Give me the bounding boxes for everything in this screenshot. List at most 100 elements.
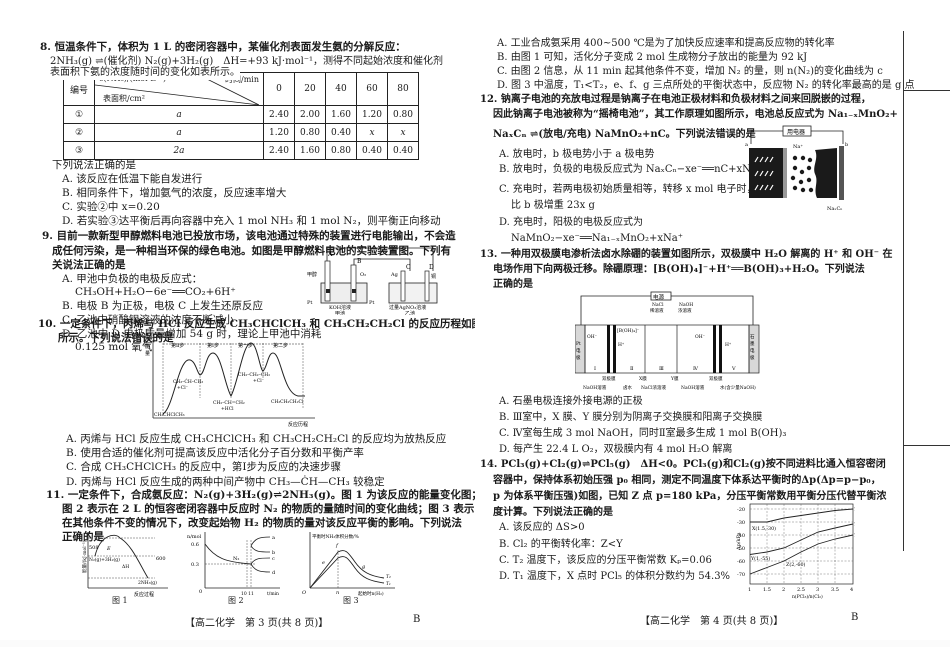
svg-text:量: 量 bbox=[145, 350, 150, 357]
q14-stem4: 度计算。下列说法正确的是 bbox=[493, 507, 613, 518]
svg-text:0.6: 0.6 bbox=[191, 542, 199, 548]
svg-text:Y膜: Y膜 bbox=[670, 375, 679, 382]
q8-equation: 2NH₃(g) ⇌(催化剂) N₂(g)+3H₂(g) ΔH=+93 kJ·mo… bbox=[50, 56, 444, 67]
svg-text:2: 2 bbox=[782, 587, 785, 593]
svg-text:铜: 铜 bbox=[431, 273, 436, 280]
svg-text:f: f bbox=[335, 543, 339, 549]
svg-text:508: 508 bbox=[89, 545, 99, 551]
svg-text:KOH溶液: KOH溶液 bbox=[329, 304, 351, 311]
q8-option-d: D. 若实验③达平衡后再向容器中充入 1 mol NH₃ 和 1 mol N₂，… bbox=[62, 215, 441, 227]
svg-text:CH₂–CH₂–ĊH₂: CH₂–CH₂–ĊH₂ bbox=[238, 371, 270, 378]
svg-text:N₂: N₂ bbox=[233, 556, 239, 562]
q14-stem: 14. PCl₃(g)+Cl₂(g)⇌PCl₅(g) ΔH<0。PCl₃(g)和… bbox=[480, 459, 886, 470]
svg-text:X(1.5,-30): X(1.5,-30) bbox=[752, 525, 776, 532]
q13-option-d: D. 每产生 22.4 L O₂，双极膜内有 4 mol H₂O 解离 bbox=[499, 444, 733, 455]
q8-prompt: 下列说法正确的是 bbox=[52, 159, 136, 171]
svg-text:OH⁻: OH⁻ bbox=[695, 334, 706, 340]
svg-text:电源: 电源 bbox=[653, 293, 665, 301]
q9-option-d-cont: 0.125 mol 氧气 bbox=[75, 341, 153, 353]
svg-text:墨: 墨 bbox=[750, 341, 755, 347]
table-row: ② a 1.20 0.80 0.40 x x bbox=[63, 123, 419, 142]
page-footer: 【高二化学 第 4 页(共 8 页)】 bbox=[640, 616, 784, 627]
svg-text:a: a bbox=[745, 142, 748, 148]
svg-text:b: b bbox=[845, 142, 848, 148]
svg-text:反应过程: 反应过程 bbox=[134, 591, 154, 598]
svg-text:Ⅳ: Ⅳ bbox=[693, 366, 699, 372]
q14-option-a: A. 该反应的 ΔS>0 bbox=[499, 522, 585, 533]
q8-stem: 8. 恒温条件下，体积为 1 L 的密闭容器中，某催化剂表面发生氨的分解反应： bbox=[40, 41, 406, 53]
q8-option-b: B. 相同条件下，增加氨气的浓度，反应速率增大 bbox=[62, 187, 287, 199]
q10-option-c: C. 合成 CH₃CHClCH₃ 的反应中，第Ⅰ步为反应的决速步骤 bbox=[66, 461, 342, 473]
q14-option-c: C. T₂ 温度下，该反应的分压平衡常数 Kₚ=0.06 bbox=[499, 555, 712, 566]
binding-margin-rule-bottom bbox=[903, 445, 950, 446]
q13-option-a: A. 石墨电极连接外接电源的正极 bbox=[499, 396, 643, 407]
svg-text:1.5: 1.5 bbox=[763, 587, 771, 593]
reaction-energy-profile-figure: 能量 第Ⅱ步 第Ⅰ步 第一步 第二步 CH₃–ĊH–CH₃ +Cl⁻ CH₂–C… bbox=[145, 340, 315, 428]
q9-stem: 9. 目前一款新型甲醇燃料电池已投放市场，该电池通过特殊的装置进行电能输出，不会… bbox=[42, 230, 456, 242]
svg-text:Ⅲ: Ⅲ bbox=[659, 366, 664, 372]
svg-text:NaOH溶液: NaOH溶液 bbox=[583, 384, 607, 390]
svg-text:+Cl⁻: +Cl⁻ bbox=[253, 378, 265, 384]
svg-text:0.3: 0.3 bbox=[191, 562, 199, 568]
svg-text:0: 0 bbox=[199, 589, 202, 595]
svg-text:极: 极 bbox=[750, 354, 755, 361]
svg-text:T₂: T₂ bbox=[386, 574, 391, 580]
q10-option-b: B. 使用合适的催化剂可提高该反应中活化分子百分数和平衡产率 bbox=[66, 447, 364, 459]
svg-text:-60: -60 bbox=[737, 559, 745, 565]
q8-option-a: A. 该反应在低温下能自发进行 bbox=[62, 173, 203, 185]
q11-stem3: 在其他条件不变的情况下，改变起始物 H₂ 的物质的量对该反应平衡的影响。下列说法 bbox=[62, 517, 462, 529]
q12-stem2: 因此钠离子电池被称为“摇椅电池”，其工作原理如图所示，电池总反应式为 Na₁₋ₓ… bbox=[493, 109, 898, 120]
svg-text:NaCl浓溶液: NaCl浓溶液 bbox=[641, 384, 667, 390]
svg-text:能量/(kJ·mol⁻¹): 能量/(kJ·mol⁻¹) bbox=[81, 540, 88, 573]
q12-option-d: D. 充电时，阳极的电极反应式为 bbox=[499, 217, 644, 228]
svg-text:用电器: 用电器 bbox=[787, 128, 805, 136]
svg-text:CH₂–CH=CH₂: CH₂–CH=CH₂ bbox=[213, 400, 245, 406]
q11-option-b: B. 由图 1 可知，活化分子变成 2 mol 生成物分子放出的能量为 92 k… bbox=[497, 52, 808, 63]
q10-stem: 10. 一定条件下，丙烯与 HCl 反应生成 CH₃CHClCH₃ 和 CH₃C… bbox=[38, 318, 482, 330]
svg-text:Ⅱ: Ⅱ bbox=[630, 366, 634, 372]
svg-text:NaₓCₙ: NaₓCₙ bbox=[827, 206, 842, 212]
svg-text:反应历程: 反应历程 bbox=[288, 421, 308, 428]
svg-text:浓溶液: 浓溶液 bbox=[678, 307, 692, 314]
svg-text:T₃: T₃ bbox=[854, 533, 855, 539]
svg-text:能: 能 bbox=[145, 343, 150, 350]
svg-text:T₁: T₁ bbox=[854, 507, 855, 513]
q13-stem3: 正确的是 bbox=[493, 279, 533, 290]
svg-text:H⁺: H⁺ bbox=[725, 342, 732, 348]
svg-text:3.5: 3.5 bbox=[831, 587, 839, 593]
svg-text:600: 600 bbox=[156, 556, 166, 562]
q12-option-b: B. 放电时，负极的电极反应式为 NaₓCₙ−xe⁻══nC+xNa⁺ bbox=[499, 164, 763, 175]
svg-text:NaOH: NaOH bbox=[679, 302, 693, 308]
svg-text:Ⅰ: Ⅰ bbox=[594, 366, 596, 372]
svg-text:OH⁻: OH⁻ bbox=[587, 334, 598, 340]
svg-text:电: 电 bbox=[750, 347, 755, 354]
q9-option-a-eq: CH₃OH+H₂O−6e⁻══CO₂+6H⁺ bbox=[75, 286, 236, 298]
q9-option-a: A. 甲池中负极的电极反应式： bbox=[62, 273, 203, 285]
svg-text:乙池: 乙池 bbox=[405, 310, 415, 315]
svg-text:1: 1 bbox=[748, 587, 751, 593]
svg-text:N₂(g)+3H₂(g): N₂(g)+3H₂(g) bbox=[89, 556, 120, 563]
svg-text:4: 4 bbox=[850, 587, 853, 593]
q12-stem3: NaₓCₙ ⇌(放电/充电) NaMnO₂+nC。下列说法错误的是 bbox=[493, 129, 756, 140]
q12-option-a: A. 放电时，b 极电势小于 a 极电势 bbox=[499, 149, 655, 160]
svg-text:水(含少量NaOH): 水(含少量NaOH) bbox=[720, 384, 756, 390]
svg-text:Ag: Ag bbox=[390, 272, 399, 278]
svg-text:-30: -30 bbox=[737, 520, 745, 526]
svg-text:d: d bbox=[272, 570, 276, 576]
q10-option-a: A. 丙烯与 HCl 反应生成 CH₃CHClCH₃ 和 CH₃CH₂CH₂Cl… bbox=[66, 433, 447, 445]
svg-text:第一步: 第一步 bbox=[238, 342, 253, 349]
svg-text:O₂: O₂ bbox=[360, 272, 366, 278]
svg-text:B: B bbox=[357, 258, 362, 265]
svg-text:CH₃–ĊH–CH₃: CH₃–ĊH–CH₃ bbox=[173, 378, 203, 385]
q11-stem4: 正确的是 bbox=[62, 531, 104, 543]
sodium-ion-battery-figure: 用电器 a b Na⁺ NaₓCₙ bbox=[745, 125, 848, 212]
fig1-energy-diagram: 508 E 600 N₂(g)+3H₂(g) ΔH 2NH₃(g) 反应过程 能… bbox=[81, 532, 168, 598]
exam-page-4: A. 工业合成氨采用 400~500 ℃是为了加快反应速率和提高反应物的转化率 … bbox=[475, 0, 950, 640]
q11-option-d: D. 图 3 中温度，T₁<T₂，e、f、g 三点所处的平衡状态中，反应物 N₂… bbox=[497, 80, 915, 91]
svg-text:t/min: t/min bbox=[267, 591, 279, 597]
table-row: ① a 2.40 2.00 1.60 1.20 0.80 bbox=[63, 105, 419, 124]
svg-text:a: a bbox=[272, 535, 275, 541]
q8-stem2-visible: 表面积下氨的浓度随时间的变化如表所示。 bbox=[50, 66, 240, 80]
